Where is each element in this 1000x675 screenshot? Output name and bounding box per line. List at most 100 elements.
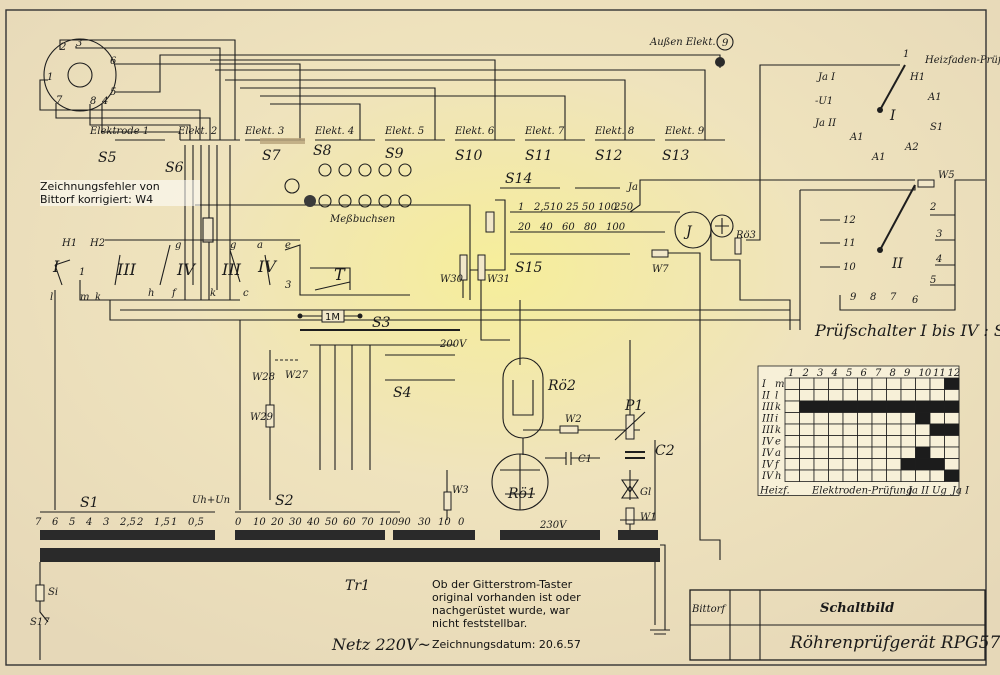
svg-text:6: 6 (110, 56, 117, 67)
right-tap: 90 (398, 517, 411, 528)
svg-text:7: 7 (890, 292, 897, 303)
svg-text:5: 5 (930, 275, 936, 286)
s14-tap: 250 (613, 202, 634, 213)
table-footer-elektroden: Elektroden-Prüfung (811, 486, 912, 497)
table-cell (871, 423, 887, 436)
table-row-group: I (761, 379, 767, 390)
table-cell (871, 412, 887, 425)
table-cell (929, 389, 945, 402)
table-cell (915, 412, 931, 425)
table-cell (915, 458, 931, 471)
svg-text:k: k (210, 288, 216, 299)
s2-tap: 60 (343, 517, 356, 528)
svg-text:8: 8 (870, 292, 876, 303)
si-label: Si (48, 587, 58, 598)
table-col-header: 1 (788, 368, 794, 379)
svg-text:c: c (243, 288, 249, 299)
table-cell (944, 377, 960, 390)
tube-ro1 (491, 453, 549, 511)
tube-ro3: Rö3 (735, 230, 756, 241)
s17-label: S17 (30, 617, 50, 628)
electrode-7: Elekt. 7 (524, 126, 565, 137)
table-cell (929, 423, 945, 436)
table-cell (900, 377, 916, 390)
table-cell (886, 435, 902, 448)
table-row-key: f (774, 460, 781, 471)
svg-text:III: III (221, 260, 242, 279)
switch-s7: S7 (262, 148, 281, 164)
table-cell (813, 458, 829, 471)
table-cell (828, 377, 844, 390)
s2-tap: 0 (235, 517, 242, 528)
s14-tap: 1 (518, 202, 524, 213)
s1-tap: 2 (136, 517, 143, 528)
table-cell (886, 458, 902, 471)
svg-text:1: 1 (47, 72, 53, 83)
w1-label: W1 (640, 512, 657, 523)
s2-tap: 50 (325, 517, 338, 528)
transformer-taps (35, 511, 670, 660)
taster-line-4: nicht feststellbar. (432, 617, 528, 630)
table-cell (842, 400, 858, 413)
c1-label: C1 (578, 454, 592, 465)
svg-text:g: g (230, 240, 236, 251)
table-cell (944, 412, 960, 425)
table-cell (886, 412, 902, 425)
table-cell (944, 423, 960, 436)
table-row-group: IV (761, 437, 775, 448)
table-cell (900, 423, 916, 436)
table-col-header: 11 (933, 368, 946, 379)
one-m-label: 1M (325, 312, 340, 323)
table-cell (900, 458, 916, 471)
table-cell (900, 389, 916, 402)
table-cell (871, 400, 887, 413)
table-cell (915, 435, 931, 448)
electrode-9: Elekt. 9 (664, 126, 705, 137)
electrode-2: Elekt. 2 (177, 126, 217, 137)
table-cell (900, 400, 916, 413)
svg-text:h: h (148, 288, 154, 299)
electrode-8: Elekt. 8 (594, 126, 634, 137)
s2-tap: 10 (253, 517, 266, 528)
svg-text:A1: A1 (849, 132, 864, 143)
p1-label: P1 (624, 398, 643, 414)
s15-tap: 20 (517, 222, 531, 233)
svg-text:2: 2 (59, 42, 66, 53)
table-row-key: k (775, 425, 781, 436)
table-cell (929, 377, 945, 390)
table-row-key: k (775, 402, 781, 413)
s15-tap: 60 (562, 222, 575, 233)
table-cell (799, 435, 815, 448)
table-cell (828, 458, 844, 471)
table-cell (799, 423, 815, 436)
svg-text:1: 1 (903, 49, 909, 60)
svg-text:IV: IV (257, 257, 277, 276)
table-cell (828, 400, 844, 413)
table-cell (900, 412, 916, 425)
svg-text:4: 4 (935, 254, 942, 265)
s1-tap: 3 (103, 517, 109, 528)
table-row-key: i (775, 414, 778, 425)
electrode-6: Elekt. 6 (454, 126, 495, 137)
mess-buchsen-label: Meßbuchsen (329, 214, 395, 225)
meter-j: J (683, 224, 693, 240)
table-cell (915, 377, 931, 390)
table-cell (842, 423, 858, 436)
table-col-header: 7 (875, 368, 882, 379)
switch-s12: S12 (595, 148, 622, 164)
s2-tap: 70 (361, 517, 374, 528)
range-switches (469, 187, 680, 290)
table-cell (857, 458, 873, 471)
table-row-key: a (775, 448, 781, 459)
svg-text:k: k (95, 292, 101, 303)
s4-label: S4 (393, 385, 412, 401)
heater-switch: I 1 H1 A1 S1 A2 A1 A1 Ja I -U1 Ja II (813, 49, 943, 163)
s1-tap: 4 (85, 517, 92, 528)
title-heading: Schaltbild (820, 601, 894, 616)
w3-label: W3 (452, 485, 469, 496)
table-row-key: l (775, 391, 778, 402)
table-cell (842, 446, 858, 459)
